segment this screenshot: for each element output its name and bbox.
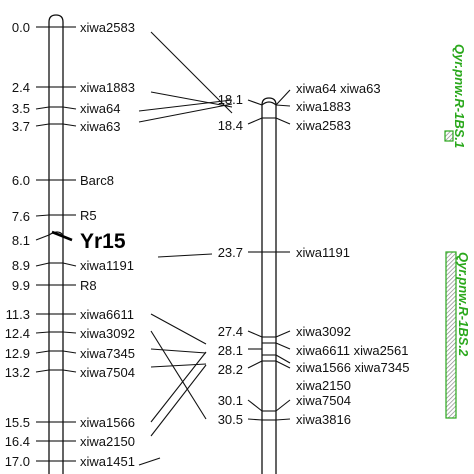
right-markers: xiwa64 xiwa63 xiwa1883 xiwa2583 xiwa1191… bbox=[296, 81, 409, 427]
right-leaders bbox=[247, 89, 291, 421]
left-marker-11: xiwa7345 bbox=[80, 346, 135, 361]
left-pos-3: 3.7 bbox=[12, 119, 30, 134]
left-marker-12: xiwa7504 bbox=[80, 365, 135, 380]
left-marker-0: xiwa2583 bbox=[80, 20, 135, 35]
right-marker-2: xiwa2583 bbox=[296, 118, 351, 133]
left-pos-13: 15.5 bbox=[5, 415, 30, 430]
qtl-2: Qyr.pnw.R-1BS.2 bbox=[445, 251, 471, 419]
right-pos-3: 23.7 bbox=[218, 245, 243, 260]
left-marker-9: xiwa6611 bbox=[80, 307, 134, 322]
right-pos-2: 18.4 bbox=[218, 118, 243, 133]
left-marker-5: R5 bbox=[80, 208, 97, 223]
left-pos-5: 7.6 bbox=[12, 209, 30, 224]
left-pos-4: 6.0 bbox=[12, 173, 30, 188]
right-chromosome bbox=[261, 97, 277, 474]
left-marker-13: xiwa1566 bbox=[80, 415, 135, 430]
left-marker-1: xiwa1883 bbox=[80, 80, 135, 95]
qtl-1-label: Qyr.pnw.R-1BS.1 bbox=[452, 44, 467, 148]
left-marker-4: Barc8 bbox=[80, 173, 114, 188]
left-positions: 0.0 2.4 3.5 3.7 6.0 7.6 8.1 8.9 9.9 11.3… bbox=[5, 20, 30, 469]
right-pos-5: 28.1 bbox=[218, 343, 243, 358]
left-marker-8: R8 bbox=[80, 278, 97, 293]
left-pos-8: 9.9 bbox=[12, 278, 30, 293]
right-marker-3: xiwa1191 bbox=[296, 245, 350, 260]
right-pos-7: 28.2 bbox=[218, 362, 243, 377]
right-marker-4: xiwa3092 bbox=[296, 324, 351, 339]
right-marker-6: xiwa1566 xiwa7345 bbox=[296, 360, 409, 375]
left-marker-3: xiwa63 bbox=[80, 119, 120, 134]
left-pos-0: 0.0 bbox=[12, 20, 30, 35]
right-pos-0: 18.1 bbox=[218, 92, 243, 107]
comparative-links bbox=[138, 31, 233, 466]
right-ticks bbox=[261, 101, 277, 421]
left-marker-15: xiwa1451 bbox=[80, 454, 135, 469]
left-leaders bbox=[35, 26, 77, 462]
left-pos-12: 13.2 bbox=[5, 365, 30, 380]
left-pos-2: 3.5 bbox=[12, 101, 30, 116]
left-marker-7: xiwa1191 bbox=[80, 258, 134, 273]
right-pos-9: 30.5 bbox=[218, 412, 243, 427]
left-pos-11: 12.9 bbox=[5, 346, 30, 361]
right-positions: 18.1 18.4 23.7 27.4 28.1 28.2 30.1 30.5 bbox=[218, 92, 243, 427]
left-pos-10: 12.4 bbox=[5, 326, 30, 341]
left-pos-15: 17.0 bbox=[5, 454, 30, 469]
right-marker-0: xiwa64 xiwa63 bbox=[296, 81, 381, 96]
left-pos-7: 8.9 bbox=[12, 258, 30, 273]
right-marker-5: xiwa6611 xiwa2561 bbox=[296, 343, 409, 358]
right-marker-7: xiwa2150 bbox=[296, 378, 351, 393]
left-chromosome bbox=[48, 14, 64, 474]
qtl-2-label: Qyr.pnw.R-1BS.2 bbox=[456, 252, 471, 357]
left-pos-6: 8.1 bbox=[12, 233, 30, 248]
qtl-1: Qyr.pnw.R-1BS.1 bbox=[444, 44, 467, 148]
left-ticks bbox=[48, 26, 64, 462]
yr15-gene-label: Yr15 bbox=[80, 230, 126, 253]
right-marker-9: xiwa3816 bbox=[296, 412, 351, 427]
left-pos-14: 16.4 bbox=[5, 434, 30, 449]
left-marker-10: xiwa3092 bbox=[80, 326, 135, 341]
right-marker-1: xiwa1883 bbox=[296, 99, 351, 114]
left-marker-2: xiwa64 bbox=[80, 101, 120, 116]
right-marker-8: xiwa7504 bbox=[296, 393, 351, 408]
qtl-2-bar bbox=[445, 251, 457, 419]
qtl-1-bar bbox=[444, 130, 454, 142]
left-marker-14: xiwa2150 bbox=[80, 434, 135, 449]
left-pos-1: 2.4 bbox=[12, 80, 30, 95]
left-pos-9: 11.3 bbox=[6, 307, 30, 322]
right-pos-4: 27.4 bbox=[218, 324, 243, 339]
left-markers: xiwa2583 xiwa1883 xiwa64 xiwa63 Barc8 R5… bbox=[80, 20, 135, 469]
right-pos-8: 30.1 bbox=[218, 393, 243, 408]
